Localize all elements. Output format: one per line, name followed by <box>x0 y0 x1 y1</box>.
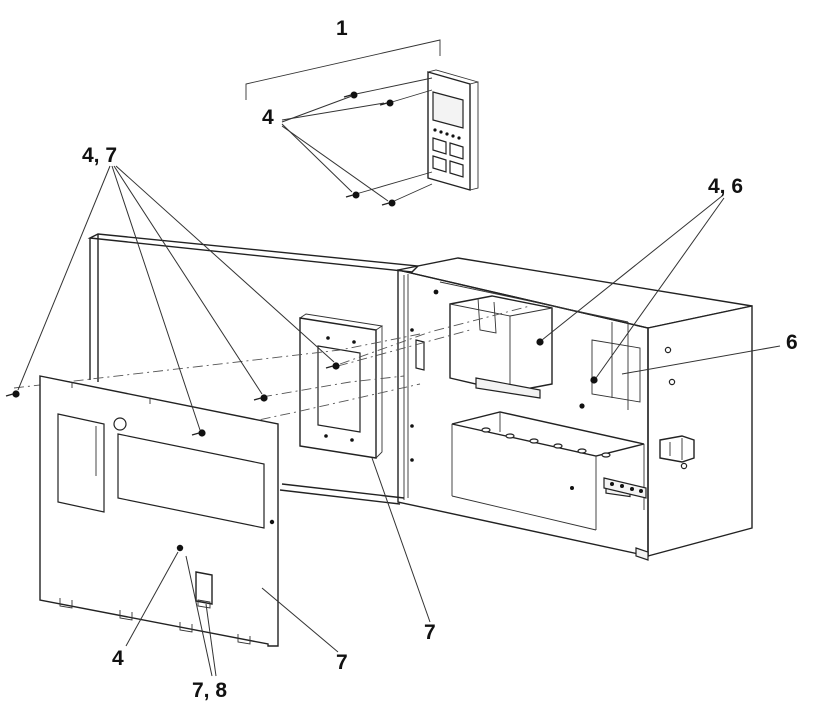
screw-icon <box>536 338 544 346</box>
front-cover-panel <box>39 375 279 647</box>
callout-4-bottom: 4 <box>112 647 124 670</box>
callout-leaders <box>17 165 781 677</box>
screw-icon <box>381 199 396 207</box>
callout-7-bottom: 7 <box>336 651 348 674</box>
callout-7-middle: 7 <box>424 621 436 644</box>
screw-icon <box>5 390 20 398</box>
callout-4-6: 4, 6 <box>708 175 744 198</box>
screw-icon <box>176 544 184 552</box>
enclosure-body <box>397 257 753 561</box>
screw-icon <box>345 191 360 199</box>
callout-4-top: 4 <box>262 106 274 129</box>
screw-icon <box>191 429 206 437</box>
screw-icon <box>253 394 268 402</box>
screw-icon <box>325 362 340 370</box>
screw-icon <box>590 376 598 384</box>
callout-6: 6 <box>786 331 798 354</box>
screw-icon <box>343 91 358 99</box>
assembly-axis-lines <box>13 305 531 433</box>
display-module-assembly <box>245 39 479 207</box>
callout-1: 1 <box>336 17 348 40</box>
callout-7-8: 7, 8 <box>192 679 228 702</box>
callout-4-7: 4, 7 <box>82 144 118 167</box>
screw-icon <box>379 99 394 107</box>
